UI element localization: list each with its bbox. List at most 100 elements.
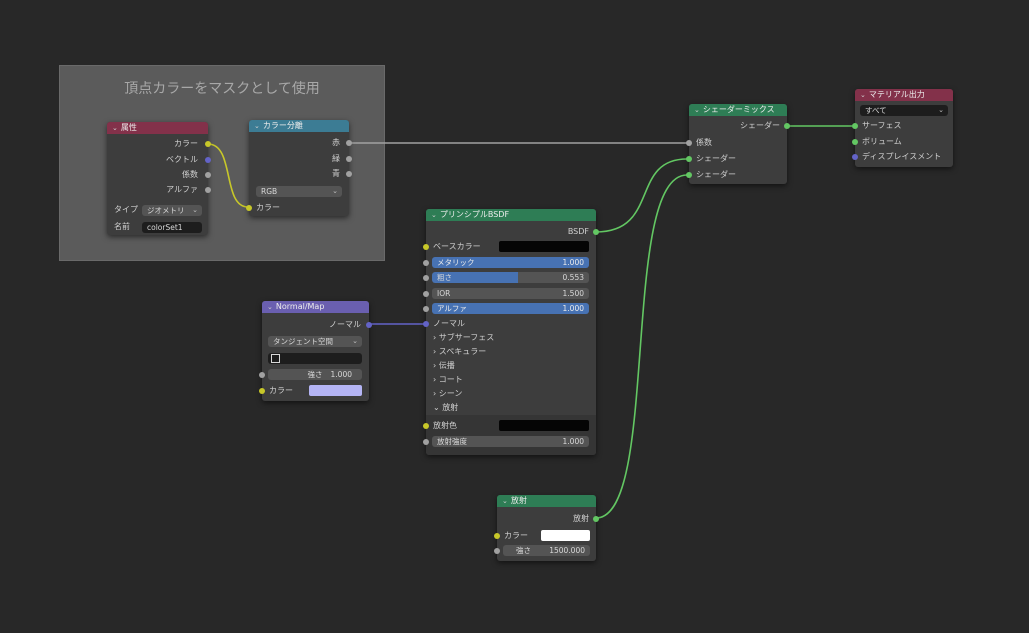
roughness-label: 粗さ	[437, 273, 452, 282]
alpha-value: 1.000	[562, 304, 584, 313]
material-output-target-dropdown[interactable]: すべて ⌄	[860, 105, 948, 116]
collapse-chevron-icon[interactable]: ⌄	[694, 106, 700, 114]
output-surface-socket[interactable]	[852, 123, 858, 129]
collapse-chevron-icon[interactable]: ⌄	[431, 211, 437, 219]
collapse-chevron-icon[interactable]: ⌄	[112, 124, 118, 132]
roughness-socket[interactable]	[423, 275, 429, 281]
normal-map-output: ノーマル	[329, 320, 361, 329]
panel-emission-label: 放射	[442, 403, 459, 412]
output-input-volume: ボリューム	[862, 137, 902, 146]
attribute-vector-socket[interactable]	[205, 157, 211, 163]
attribute-fac-socket[interactable]	[205, 172, 211, 178]
mix-input-fac: 係数	[696, 138, 712, 147]
mix-shader2-socket[interactable]	[686, 172, 692, 178]
emission-color-swatch[interactable]	[499, 420, 589, 431]
alpha-socket[interactable]	[423, 306, 429, 312]
emission-node-strength-socket[interactable]	[494, 548, 500, 554]
emission-node-strength-field[interactable]: 強さ 1500.000	[503, 545, 590, 556]
roughness-slider[interactable]: 粗さ 0.553	[432, 272, 589, 283]
normal-map-strength-socket[interactable]	[259, 372, 265, 378]
principled-bsdf-node[interactable]: ⌄プリンシプルBSDF BSDF ベースカラー メタリック 1.000 粗さ 0…	[423, 209, 599, 455]
material-output-node-header[interactable]: ⌄マテリアル出力	[855, 89, 953, 101]
base-color-swatch[interactable]	[499, 241, 589, 252]
normal-map-node-header[interactable]: ⌄Normal/Map	[262, 301, 369, 313]
emission-node-color-socket[interactable]	[494, 533, 500, 539]
attribute-color-socket[interactable]	[205, 141, 211, 147]
emission-output-socket[interactable]	[593, 516, 599, 522]
emission-output: 放射	[573, 514, 589, 523]
base-color-socket[interactable]	[423, 244, 429, 250]
separate-color-node[interactable]: ⌄カラー分離 赤 緑 青 RGB ⌄ カラー	[246, 120, 352, 216]
normal-map-uv-field[interactable]	[268, 353, 362, 364]
normal-map-color-swatch[interactable]	[309, 385, 362, 396]
attribute-node[interactable]: ⌄属性 カラー ベクトル 係数 アルファ タイプ ジオメトリ ⌄ 名前 colo…	[107, 122, 211, 235]
mix-shader1-socket[interactable]	[686, 156, 692, 162]
emission-color-socket[interactable]	[423, 423, 429, 429]
alpha-slider[interactable]: アルファ 1.000	[432, 303, 589, 314]
attribute-type-value: ジオメトリ	[147, 206, 185, 215]
mix-fac-socket[interactable]	[686, 140, 692, 146]
panel-specular[interactable]: › スペキュラー	[433, 346, 486, 358]
chevron-right-icon: ›	[433, 347, 439, 356]
panel-sheen[interactable]: › シーン	[433, 388, 462, 400]
uv-map-icon	[271, 354, 280, 363]
panel-transmission[interactable]: › 伝播	[433, 360, 455, 372]
normal-map-space-dropdown[interactable]: タンジェント空間 ⌄	[268, 336, 362, 347]
separate-output-green: 緑	[332, 154, 340, 163]
panel-coat[interactable]: › コート	[433, 374, 463, 386]
emission-node-color-swatch[interactable]	[541, 530, 590, 541]
emission-strength-value: 1.000	[562, 437, 584, 446]
separate-color-node-header[interactable]: ⌄カラー分離	[249, 120, 349, 132]
mix-output-shader: シェーダー	[740, 121, 780, 130]
normal-map-color-socket[interactable]	[259, 388, 265, 394]
material-output-node[interactable]: ⌄マテリアル出力 すべて ⌄ サーフェス ボリューム ディスプレイスメント	[852, 89, 953, 167]
frame-title: 頂点カラーをマスクとして使用	[124, 81, 320, 97]
emission-node-strength-label: 強さ	[516, 546, 531, 555]
output-volume-socket[interactable]	[852, 139, 858, 145]
metallic-label: メタリック	[437, 258, 475, 267]
collapse-chevron-icon[interactable]: ⌄	[267, 303, 273, 311]
separate-mode-dropdown[interactable]: RGB ⌄	[256, 186, 342, 197]
mix-output-socket[interactable]	[784, 123, 790, 129]
collapse-chevron-icon[interactable]: ⌄	[860, 91, 866, 99]
emission-strength-field[interactable]: 放射強度 1.000	[432, 436, 589, 447]
collapse-chevron-icon[interactable]: ⌄	[502, 497, 508, 505]
emission-node[interactable]: ⌄放射 放射 カラー 強さ 1500.000	[494, 495, 599, 561]
attribute-node-header[interactable]: ⌄属性	[107, 122, 208, 134]
normal-map-output-socket[interactable]	[366, 322, 372, 328]
separate-blue-socket[interactable]	[346, 171, 352, 177]
separate-color-input-socket[interactable]	[246, 205, 252, 211]
ior-field[interactable]: IOR 1.500	[432, 288, 589, 299]
attribute-name-label: 名前	[114, 222, 130, 231]
normal-map-node[interactable]: ⌄Normal/Map ノーマル タンジェント空間 ⌄ 強さ 1.000 カラー	[259, 301, 372, 401]
normal-map-strength-field[interactable]: 強さ 1.000	[268, 369, 362, 380]
panel-emission[interactable]: ⌄ 放射	[433, 402, 458, 414]
principled-node-header[interactable]: ⌄プリンシプルBSDF	[426, 209, 596, 221]
separate-green-socket[interactable]	[346, 156, 352, 162]
normal-socket[interactable]	[423, 321, 429, 327]
mix-shader-node[interactable]: ⌄シェーダーミックス シェーダー 係数 シェーダー シェーダー	[686, 104, 790, 184]
mix-input-shader-1: シェーダー	[696, 154, 736, 163]
chevron-right-icon: ›	[433, 389, 439, 398]
collapse-chevron-icon[interactable]: ⌄	[254, 122, 260, 130]
output-input-surface: サーフェス	[862, 121, 902, 130]
separate-output-red: 赤	[332, 138, 340, 147]
attribute-alpha-socket[interactable]	[205, 187, 211, 193]
attribute-name-field[interactable]: colorSet1	[142, 222, 202, 233]
emission-strength-socket[interactable]	[423, 439, 429, 445]
metallic-slider[interactable]: メタリック 1.000	[432, 257, 589, 268]
attribute-type-dropdown[interactable]: ジオメトリ ⌄	[142, 205, 202, 216]
panel-subsurface[interactable]: › サブサーフェス	[433, 332, 494, 344]
metallic-socket[interactable]	[423, 260, 429, 266]
panel-coat-label: コート	[438, 375, 463, 384]
roughness-fill	[432, 272, 519, 283]
output-displacement-socket[interactable]	[852, 154, 858, 160]
separate-red-socket[interactable]	[346, 140, 352, 146]
panel-sheen-label: シーン	[438, 389, 463, 398]
emission-node-header[interactable]: ⌄放射	[497, 495, 596, 507]
ior-socket[interactable]	[423, 291, 429, 297]
principled-bsdf-socket[interactable]	[593, 229, 599, 235]
separate-mode-value: RGB	[261, 187, 278, 196]
mix-shader-node-header[interactable]: ⌄シェーダーミックス	[689, 104, 787, 116]
